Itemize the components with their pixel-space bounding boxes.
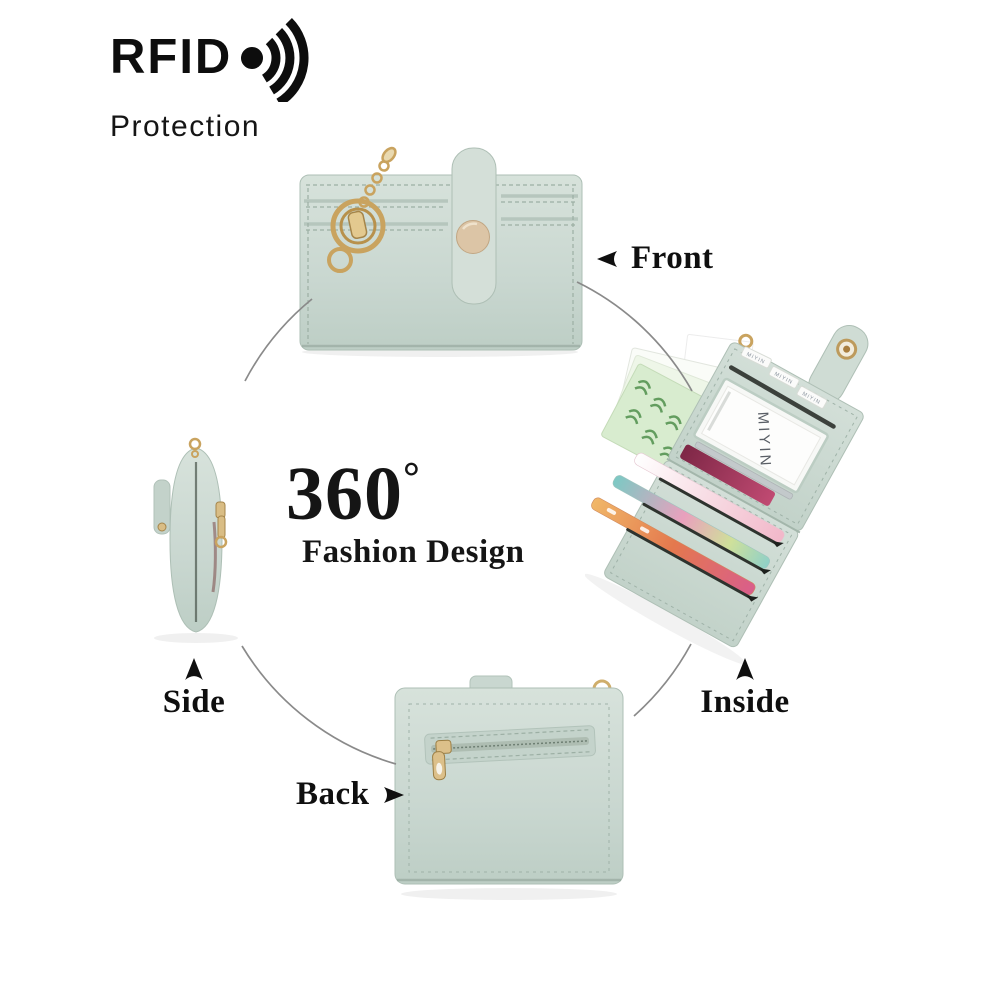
keychain-icon <box>327 146 397 273</box>
back-arrow-icon <box>383 786 404 803</box>
id-window: MIYIN <box>693 377 829 494</box>
side-label-text: Side <box>162 684 226 720</box>
rfid-title: RFID <box>110 29 233 84</box>
view-label-side: Side <box>152 658 236 721</box>
inside-label-text: Inside <box>700 684 790 720</box>
back-label-text: Back <box>296 776 370 812</box>
inside-arrow-icon <box>736 658 754 680</box>
brand-logo-text: MIYIN <box>754 411 774 468</box>
magenta-card <box>680 444 775 506</box>
side-snap-stud <box>157 522 167 532</box>
wallet-back-body <box>394 687 624 885</box>
view-label-inside: Inside <box>697 658 793 721</box>
side-strap-edge <box>153 479 171 535</box>
view-label-back: Back <box>296 776 405 813</box>
side-zipper-opening <box>211 521 217 593</box>
center-caption: 360° Fashion Design <box>286 456 524 571</box>
front-view-image <box>280 138 590 358</box>
side-view-image <box>126 432 271 650</box>
front-label-text: Front <box>631 240 714 276</box>
card-slots <box>591 452 785 602</box>
caption-subtitle: Fashion Design <box>302 534 525 570</box>
degree-headline: 360° <box>286 452 421 536</box>
back-zipper <box>424 725 596 781</box>
rfid-subtitle: Protection <box>110 110 261 143</box>
circle-arc-bottom-left <box>241 645 397 765</box>
side-shadow <box>154 633 238 643</box>
side-zipper-pull-icon <box>188 437 228 549</box>
rfid-signal-icon <box>241 18 309 102</box>
top-slot-opening <box>729 365 836 429</box>
side-arrow-icon <box>185 658 203 680</box>
inside-view-image: MIYIN MIYIN MIYIN MIYIN <box>584 272 965 692</box>
back-view-image <box>383 672 635 910</box>
degree-symbol: ° <box>403 455 421 501</box>
back-stitching <box>408 703 610 873</box>
rfid-badge: RFID Protection <box>110 12 318 144</box>
back-zipper-pull-icon <box>432 739 452 781</box>
snap-strap <box>451 147 497 305</box>
front-arrow-icon <box>597 250 617 267</box>
snap-button <box>456 220 490 254</box>
card-tabs: MIYIN MIYIN MIYIN <box>740 346 828 409</box>
view-label-front: Front <box>596 240 714 277</box>
gray-card-edge <box>694 441 794 500</box>
back-shadow <box>401 888 617 900</box>
